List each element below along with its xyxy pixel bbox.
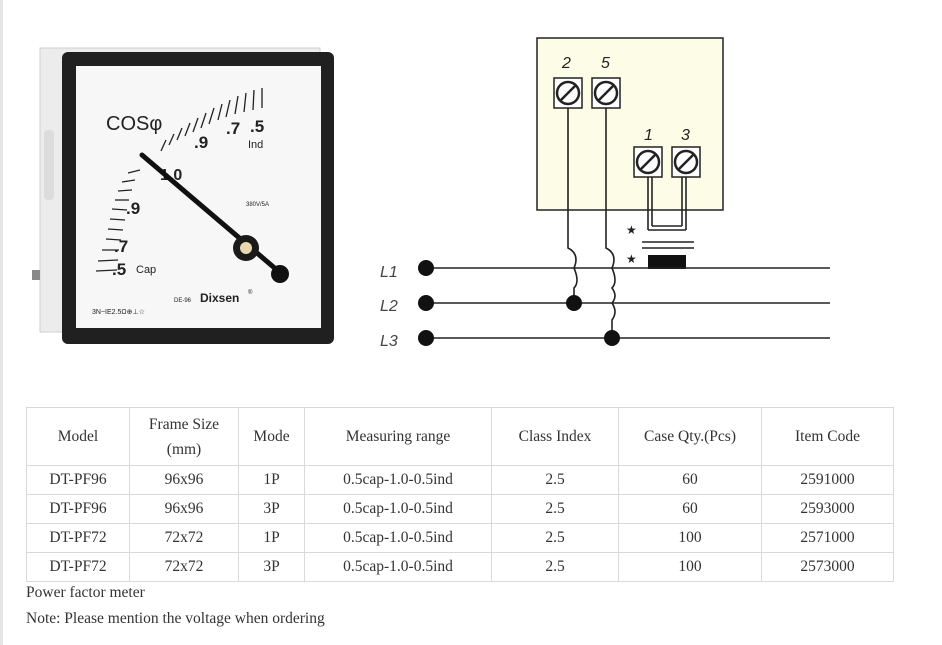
table-header-row: Model Frame Size (mm) Mode Measuring ran… [26, 407, 894, 466]
cell-class-index: 2.5 [491, 552, 619, 582]
screw-terminal-2 [553, 77, 583, 109]
ordering-note: Note: Please mention the voltage when or… [26, 610, 325, 627]
scale-cap-7: .7 [114, 237, 128, 256]
cell-class-index: 2.5 [491, 465, 619, 495]
screw-terminal-5 [591, 77, 621, 109]
cell-measuring-range: 0.5cap-1.0-0.5ind [304, 552, 492, 582]
scale-ind-7: .7 [226, 119, 240, 138]
page-left-border [0, 0, 3, 645]
wire-terminal-2-to-l2 [567, 108, 578, 303]
current-transformer [642, 177, 694, 249]
cell-mode: 1P [238, 523, 305, 553]
screw-terminal-1 [633, 146, 663, 178]
brand-name: Dixsen [200, 291, 239, 305]
cell-case-qty: 100 [618, 523, 762, 553]
cell-item-code: 2571000 [761, 523, 894, 553]
cell-class-index: 2.5 [491, 523, 619, 553]
cell-measuring-range: 0.5cap-1.0-0.5ind [304, 494, 492, 524]
scale-ind-9: .9 [194, 133, 208, 152]
header-mode: Mode [238, 407, 305, 466]
cell-measuring-range: 0.5cap-1.0-0.5ind [304, 523, 492, 553]
wire-terminal-5-to-l3 [605, 108, 616, 338]
cell-frame-size: 96x96 [129, 494, 239, 524]
ind-label: Ind [248, 139, 263, 151]
cell-measuring-range: 0.5cap-1.0-0.5ind [304, 465, 492, 495]
cell-frame-size: 72x72 [129, 523, 239, 553]
cell-item-code: 2593000 [761, 494, 894, 524]
terminal-label-1: 1 [644, 127, 653, 144]
dial-scale-ticks [95, 88, 263, 272]
cell-frame-size: 72x72 [129, 552, 239, 582]
cell-class-index: 2.5 [491, 494, 619, 524]
header-measuring-range: Measuring range [304, 407, 492, 466]
cell-item-code: 2591000 [761, 465, 894, 495]
cell-case-qty: 60 [618, 494, 762, 524]
polarity-star-bottom: ★ [626, 252, 637, 266]
model-code: DE-96 [174, 298, 192, 304]
screw-terminal-3 [671, 146, 701, 178]
table-row: DT-PF96 96x96 1P 0.5cap-1.0-0.5ind 2.5 6… [26, 465, 894, 495]
header-case-qty: Case Qty.(Pcs) [618, 407, 762, 466]
cell-case-qty: 60 [618, 465, 762, 495]
cell-case-qty: 100 [618, 552, 762, 582]
cell-model: DT-PF96 [26, 494, 130, 524]
ct-core [648, 255, 686, 269]
header-model: Model [26, 407, 130, 466]
product-caption: Power factor meter [26, 584, 145, 601]
cell-model: DT-PF72 [26, 552, 130, 582]
cell-item-code: 2573000 [761, 552, 894, 582]
dial-title: COSφ [106, 113, 162, 135]
power-factor-meter-image: COSφ .9 .7 .5 Ind 1.0 .9 .7 .5 Cap 380V/… [32, 47, 334, 344]
cell-mode: 3P [238, 552, 305, 582]
line-label-l1: L1 [380, 264, 398, 281]
line-label-l3: L3 [380, 333, 398, 350]
header-item-code: Item Code [761, 407, 894, 466]
cell-model: DT-PF72 [26, 523, 130, 553]
rating-label: 380V/5A [246, 202, 269, 208]
polarity-star-top: ★ [626, 223, 637, 237]
cell-model: DT-PF96 [26, 465, 130, 495]
terminal-label-3: 3 [681, 127, 690, 144]
scale-cap-5: .5 [112, 260, 126, 279]
terminal-label-2: 2 [561, 55, 571, 72]
table-row: DT-PF72 72x72 3P 0.5cap-1.0-0.5ind 2.5 1… [26, 552, 894, 582]
meter-needle [139, 152, 287, 279]
cell-frame-size: 96x96 [129, 465, 239, 495]
header-class-index: Class Index [491, 407, 619, 466]
cell-mode: 3P [238, 494, 305, 524]
phase-lines [426, 267, 830, 339]
wiring-diagram: 2 5 1 3 ★ ★ L1 L2 L3 [380, 37, 830, 350]
cap-label: Cap [136, 264, 156, 276]
cell-mode: 1P [238, 465, 305, 495]
table-row: DT-PF72 72x72 1P 0.5cap-1.0-0.5ind 2.5 1… [26, 523, 894, 553]
table-row: DT-PF96 96x96 3P 0.5cap-1.0-0.5ind 2.5 6… [26, 494, 894, 524]
line-label-l2: L2 [380, 298, 398, 315]
terminal-label-5: 5 [601, 55, 610, 72]
spec-table: Model Frame Size (mm) Mode Measuring ran… [26, 407, 894, 582]
scale-center: 1.0 [160, 167, 182, 184]
scale-ind-5: .5 [250, 117, 264, 136]
standard-marks: 3N~IE2.5Ω⊕⊥☆ [92, 308, 145, 316]
scale-cap-9: .9 [126, 199, 140, 218]
brand-mark: ® [248, 289, 253, 296]
header-frame-size: Frame Size (mm) [129, 407, 239, 466]
